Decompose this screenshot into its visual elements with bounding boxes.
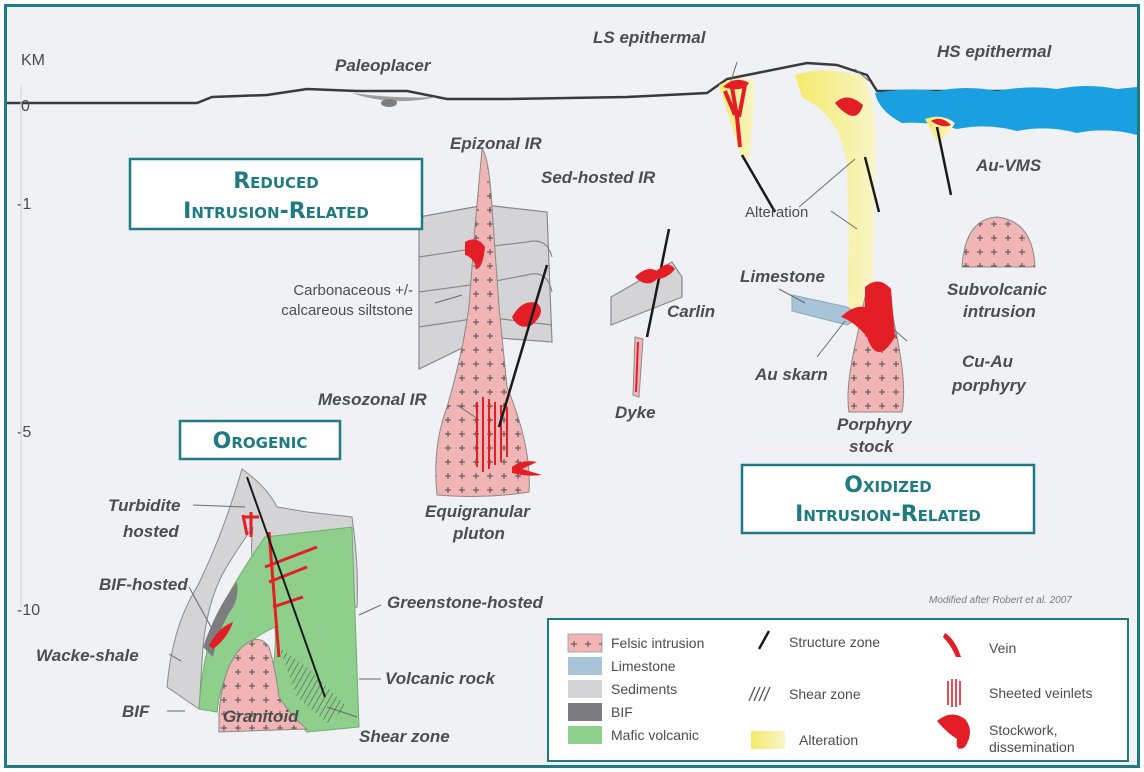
label-wacke-shale: Wacke-shale <box>36 646 139 665</box>
label-equigranular-1: Equigranular <box>425 502 531 521</box>
label-equigranular-2: pluton <box>452 524 505 543</box>
orogenic-title: Orogenic <box>213 429 308 454</box>
label-carbonaceous-2: calcareous siltstone <box>281 302 413 319</box>
legend-label-bif: BIF <box>611 704 633 720</box>
legend-swatch-alteration <box>751 731 785 749</box>
legend-label-vein: Vein <box>989 640 1016 656</box>
label-au-skarn: Au skarn <box>754 365 828 384</box>
legend-label-structure: Structure zone <box>789 634 880 650</box>
legend-label-stockwork-1: Stockwork, <box>989 722 1057 738</box>
label-bif: BIF <box>122 702 150 721</box>
axis-tick-10: -10 <box>17 602 40 619</box>
vms-structure <box>937 127 951 195</box>
label-alteration: Alteration <box>745 204 808 221</box>
label-turbidite-2: hosted <box>123 522 179 541</box>
label-epizonal-ir: Epizonal IR <box>450 134 542 153</box>
label-volcanic-rock: Volcanic rock <box>385 669 496 688</box>
label-mesozonal-ir: Mesozonal IR <box>318 390 427 409</box>
legend-label-shear: Shear zone <box>789 686 861 702</box>
label-porphyry-2: stock <box>849 437 895 456</box>
legend-label-limestone: Limestone <box>611 658 676 674</box>
label-dyke: Dyke <box>615 403 656 422</box>
credit-note: Modified after Robert et al. 2007 <box>929 595 1072 606</box>
legend-label-stockwork-2: dissemination <box>989 739 1075 755</box>
diagram-frame: KM 0 -1 -5 -10 Reduced Intrusion-Related… <box>4 4 1140 768</box>
paleoplacer-nugget <box>381 99 397 107</box>
label-hs-epithermal: HS epithermal <box>937 42 1053 61</box>
reduced-title-line1: Reduced <box>233 169 319 194</box>
legend: Felsic intrusion Limestone Sediments BIF… <box>548 619 1128 761</box>
label-subvolcanic-2: intrusion <box>963 302 1036 321</box>
label-au-vms: Au-VMS <box>975 156 1042 175</box>
label-bif-hosted: BIF-hosted <box>99 575 188 594</box>
label-cu-au-1: Cu-Au <box>962 352 1014 371</box>
label-greenstone-hosted: Greenstone-hosted <box>387 593 543 612</box>
label-limestone: Limestone <box>740 267 825 286</box>
legend-swatch-mafic <box>568 726 602 744</box>
reduced-title-line2: Intrusion-Related <box>183 199 369 224</box>
legend-label-mafic: Mafic volcanic <box>611 727 699 743</box>
label-shear-zone: Shear zone <box>359 727 450 746</box>
legend-swatch-bif <box>568 703 602 721</box>
subvolcanic-intrusion <box>962 217 1035 267</box>
label-carbonaceous-1: Carbonaceous +/- <box>293 282 413 299</box>
label-granitoid: Granitoid <box>223 707 299 726</box>
legend-swatch-sediments <box>568 680 602 698</box>
axis-unit: KM <box>21 52 45 69</box>
legend-label-alteration: Alteration <box>799 732 858 748</box>
label-turbidite-1: Turbidite <box>108 496 180 515</box>
deposit-cross-section: KM 0 -1 -5 -10 Reduced Intrusion-Related… <box>7 7 1137 765</box>
legend-label-sheeted: Sheeted veinlets <box>989 685 1093 701</box>
axis-tick-1: -1 <box>17 196 31 213</box>
sea-water <box>875 86 1137 135</box>
label-carlin: Carlin <box>667 302 715 321</box>
legend-label-felsic: Felsic intrusion <box>611 635 704 651</box>
oxidized-title-line2: Intrusion-Related <box>795 502 981 527</box>
label-paleoplacer: Paleoplacer <box>335 56 432 75</box>
porphyry-alteration <box>795 70 876 327</box>
axis-tick-0: 0 <box>21 98 30 115</box>
label-subvolcanic-1: Subvolcanic <box>947 280 1048 299</box>
oxidized-title-line1: Oxidized <box>844 473 931 498</box>
label-ls-epithermal: LS epithermal <box>593 28 707 47</box>
legend-swatch-felsic <box>568 634 602 652</box>
label-porphyry-1: Porphyry <box>837 415 913 434</box>
label-sed-hosted-ir: Sed-hosted IR <box>541 168 656 187</box>
label-cu-au-2: porphyry <box>951 376 1027 395</box>
legend-label-sediments: Sediments <box>611 681 677 697</box>
legend-swatch-limestone <box>568 657 602 675</box>
axis-tick-5: -5 <box>17 424 31 441</box>
